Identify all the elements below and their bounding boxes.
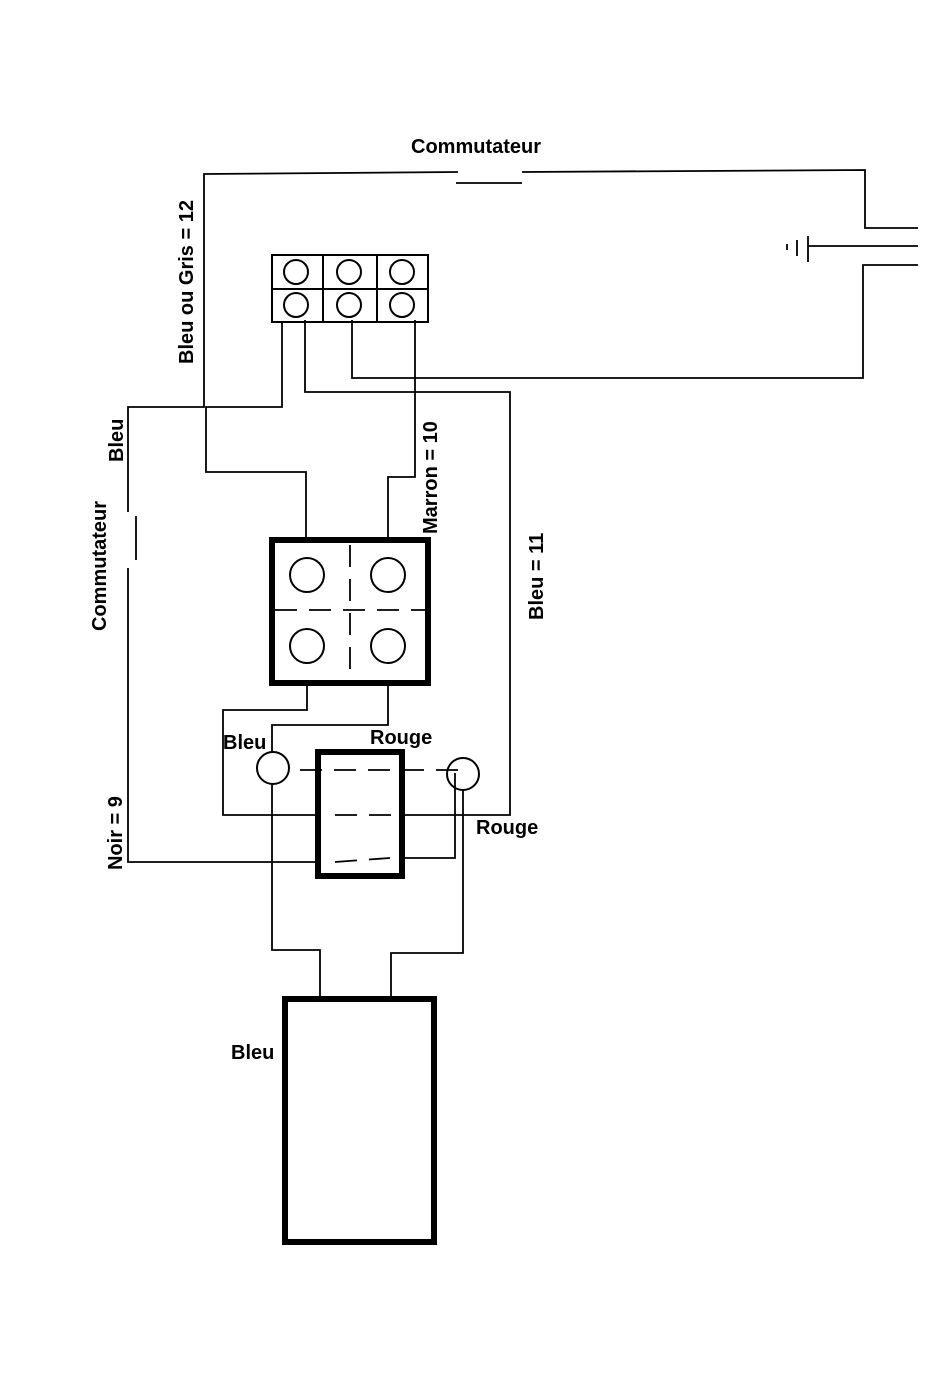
wire-top-right	[522, 170, 918, 228]
connector-4way	[272, 540, 428, 683]
label-bleu-left: Bleu	[106, 419, 128, 462]
terminal-bleu	[257, 752, 289, 784]
connector-pin-1	[290, 558, 324, 592]
label-bleu-ou-gris-12: Bleu ou Gris = 12	[176, 200, 198, 364]
label-rouge-top: Rouge	[370, 727, 432, 749]
label-bleu-bottom: Bleu	[231, 1042, 274, 1064]
label-bleu-11: Bleu = 11	[526, 533, 548, 620]
terminal-rouge	[447, 758, 479, 790]
terminal-block	[272, 255, 428, 322]
label-commutateur-top: Commutateur	[411, 136, 541, 158]
wire-terminal-4	[206, 322, 306, 540]
wire-marron-10	[388, 320, 415, 540]
terminal-4	[284, 293, 308, 317]
label-noir-9: Noir = 9	[105, 796, 127, 870]
connector-pin-2	[371, 558, 405, 592]
wire-ground-return	[352, 265, 918, 378]
label-bleu-mid: Bleu	[223, 732, 266, 754]
wire-bleu-to-motor	[272, 784, 320, 997]
label-marron-10: Marron = 10	[420, 421, 442, 534]
connector-pin-4	[371, 629, 405, 663]
motor-box	[285, 999, 434, 1242]
label-rouge-right: Rouge	[476, 817, 538, 839]
terminal-1	[284, 260, 308, 284]
terminal-3	[390, 260, 414, 284]
terminal-5	[337, 293, 361, 317]
terminal-2	[337, 260, 361, 284]
connector-pin-3	[290, 629, 324, 663]
terminal-6	[390, 293, 414, 317]
label-commutateur-left: Commutateur	[89, 501, 111, 631]
ground-symbol	[787, 236, 918, 262]
